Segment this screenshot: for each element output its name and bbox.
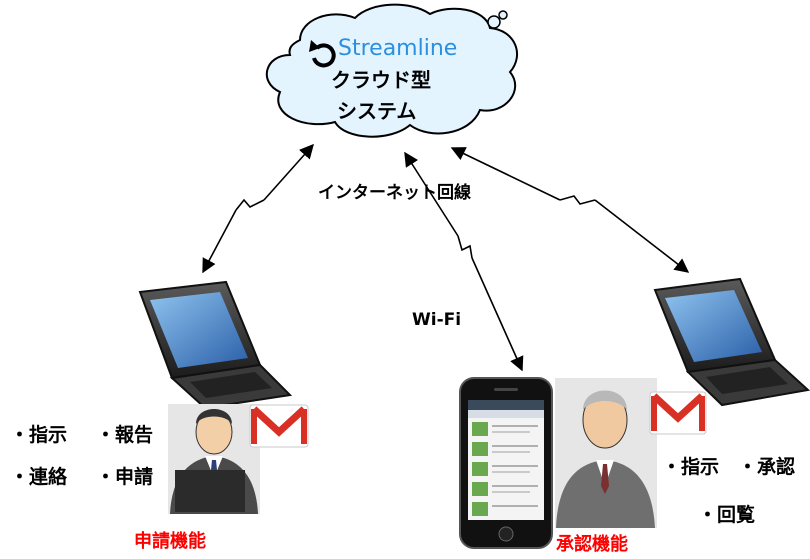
cloud-title-line1: クラウド型: [331, 68, 431, 92]
refresh-icon: [309, 40, 336, 68]
cloud-title-line2: システム: [337, 99, 417, 123]
person-icon: [168, 404, 260, 514]
laptop-icon: [138, 280, 293, 410]
gmail-icon: [649, 391, 707, 435]
left-item-report: ・報告: [96, 424, 154, 446]
gmail-icon: [249, 404, 309, 448]
right-function-label: 承認機能: [556, 534, 628, 555]
connection-center: [404, 151, 524, 372]
smartphone-icon: [459, 377, 553, 549]
left-item-instruction: ・指示: [10, 424, 68, 446]
connection-right: [450, 147, 690, 273]
cloud-icon: [265, 3, 519, 138]
right-item-approval: ・承認: [738, 456, 796, 478]
right-item-instruction: ・指示: [662, 456, 720, 478]
left-item-application: ・申請: [96, 466, 154, 488]
wifi-label: Wi-Fi: [412, 310, 462, 330]
left-item-contact: ・連絡: [10, 466, 68, 488]
internet-label: インターネット回線: [318, 183, 471, 203]
right-item-circulation: ・回覧: [698, 504, 756, 526]
left-function-label: 申請機能: [134, 531, 206, 552]
person-icon: [555, 378, 657, 528]
connection-left: [202, 143, 314, 274]
laptop-icon: [653, 277, 810, 407]
cloud-brand: Streamline: [338, 36, 458, 61]
